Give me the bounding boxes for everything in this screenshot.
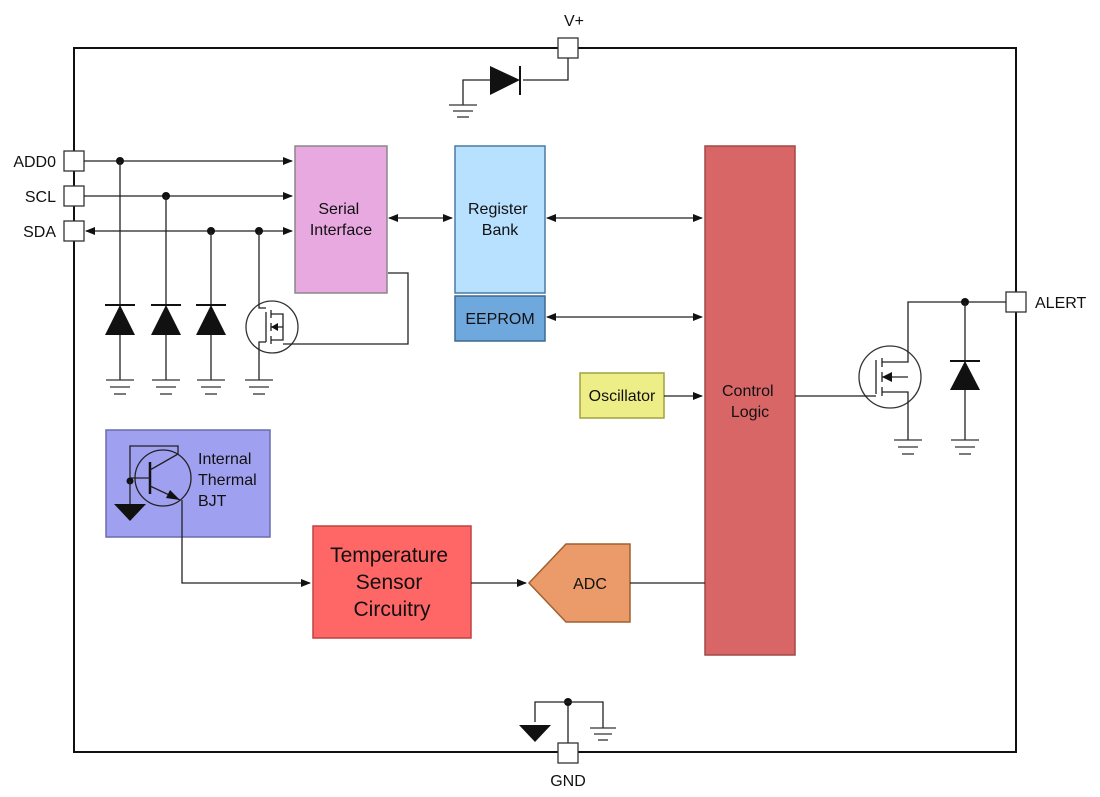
temperature-sensor-label: Temperature Sensor Circuitry — [330, 544, 454, 621]
ground-symbol-vplus — [449, 104, 477, 118]
sda-pin-group: SDA — [23, 220, 85, 242]
alert-driver-mosfet — [858, 298, 1006, 455]
add0-pin — [63, 150, 85, 172]
scl-pin — [63, 185, 85, 207]
temperature-sensor-label-line3: Circuitry — [354, 598, 431, 621]
register-bank-block — [454, 145, 546, 294]
gnd-label: GND — [550, 773, 586, 790]
internal-bjt-label-line1: Internal — [198, 451, 251, 468]
bjt-to-sensor-line — [181, 500, 311, 587]
alert-label: ALERT — [1035, 295, 1087, 312]
vplus-protection-diode — [449, 58, 569, 118]
oscillator-block — [579, 372, 665, 419]
register-bank-label-line2: Bank — [482, 222, 519, 239]
alert-esd-diode — [950, 302, 980, 455]
alert-pin — [1005, 291, 1027, 313]
register-bank-label-line1: Register — [468, 201, 528, 218]
eeprom-label: EEPROM — [465, 311, 534, 328]
serial-interface-block — [294, 145, 388, 294]
eeprom-block — [454, 295, 546, 342]
adc-label: ADC — [573, 576, 607, 593]
oscillator-label: Oscillator — [589, 388, 656, 405]
scl-label: SCL — [25, 189, 56, 206]
esd-diode-scl — [151, 196, 181, 395]
control-logic-block — [704, 145, 796, 656]
esd-diode-sda — [196, 231, 226, 395]
esd-diode-add0 — [105, 161, 135, 395]
control-logic-label-line2: Logic — [731, 404, 769, 421]
serial-interface-label-line2: Interface — [310, 222, 372, 239]
internal-bjt-label-line3: BJT — [198, 493, 227, 510]
sda-pin — [63, 220, 85, 242]
sda-driver-mosfet — [245, 231, 409, 395]
internal-bjt-label: Internal Thermal BJT — [198, 451, 261, 510]
add0-pin-group: ADD0 — [13, 150, 85, 172]
bjt-transistor-symbol — [114, 445, 192, 521]
serial-interface-label-line1: Serial — [318, 201, 359, 218]
vplus-pin — [557, 37, 579, 59]
internal-bjt-block — [105, 429, 271, 538]
vplus-label: V+ — [564, 13, 584, 30]
add0-label: ADD0 — [13, 154, 56, 171]
chip-outline — [73, 47, 1017, 753]
register-bank-label: Register Bank — [468, 201, 532, 239]
internal-bjt-label-line2: Thermal — [198, 472, 257, 489]
serial-interface-label: Serial Interface — [310, 201, 372, 239]
gnd-connections — [519, 698, 616, 743]
scl-pin-group: SCL — [25, 185, 85, 207]
temperature-sensor-block — [312, 525, 472, 639]
control-logic-label: Control Logic — [722, 383, 778, 421]
temperature-sensor-label-line1: Temperature — [330, 544, 448, 567]
temperature-sensor-label-line2: Sensor — [356, 571, 423, 594]
control-logic-label-line1: Control — [722, 383, 774, 400]
gnd-pin — [557, 742, 579, 764]
sda-label: SDA — [23, 224, 56, 241]
